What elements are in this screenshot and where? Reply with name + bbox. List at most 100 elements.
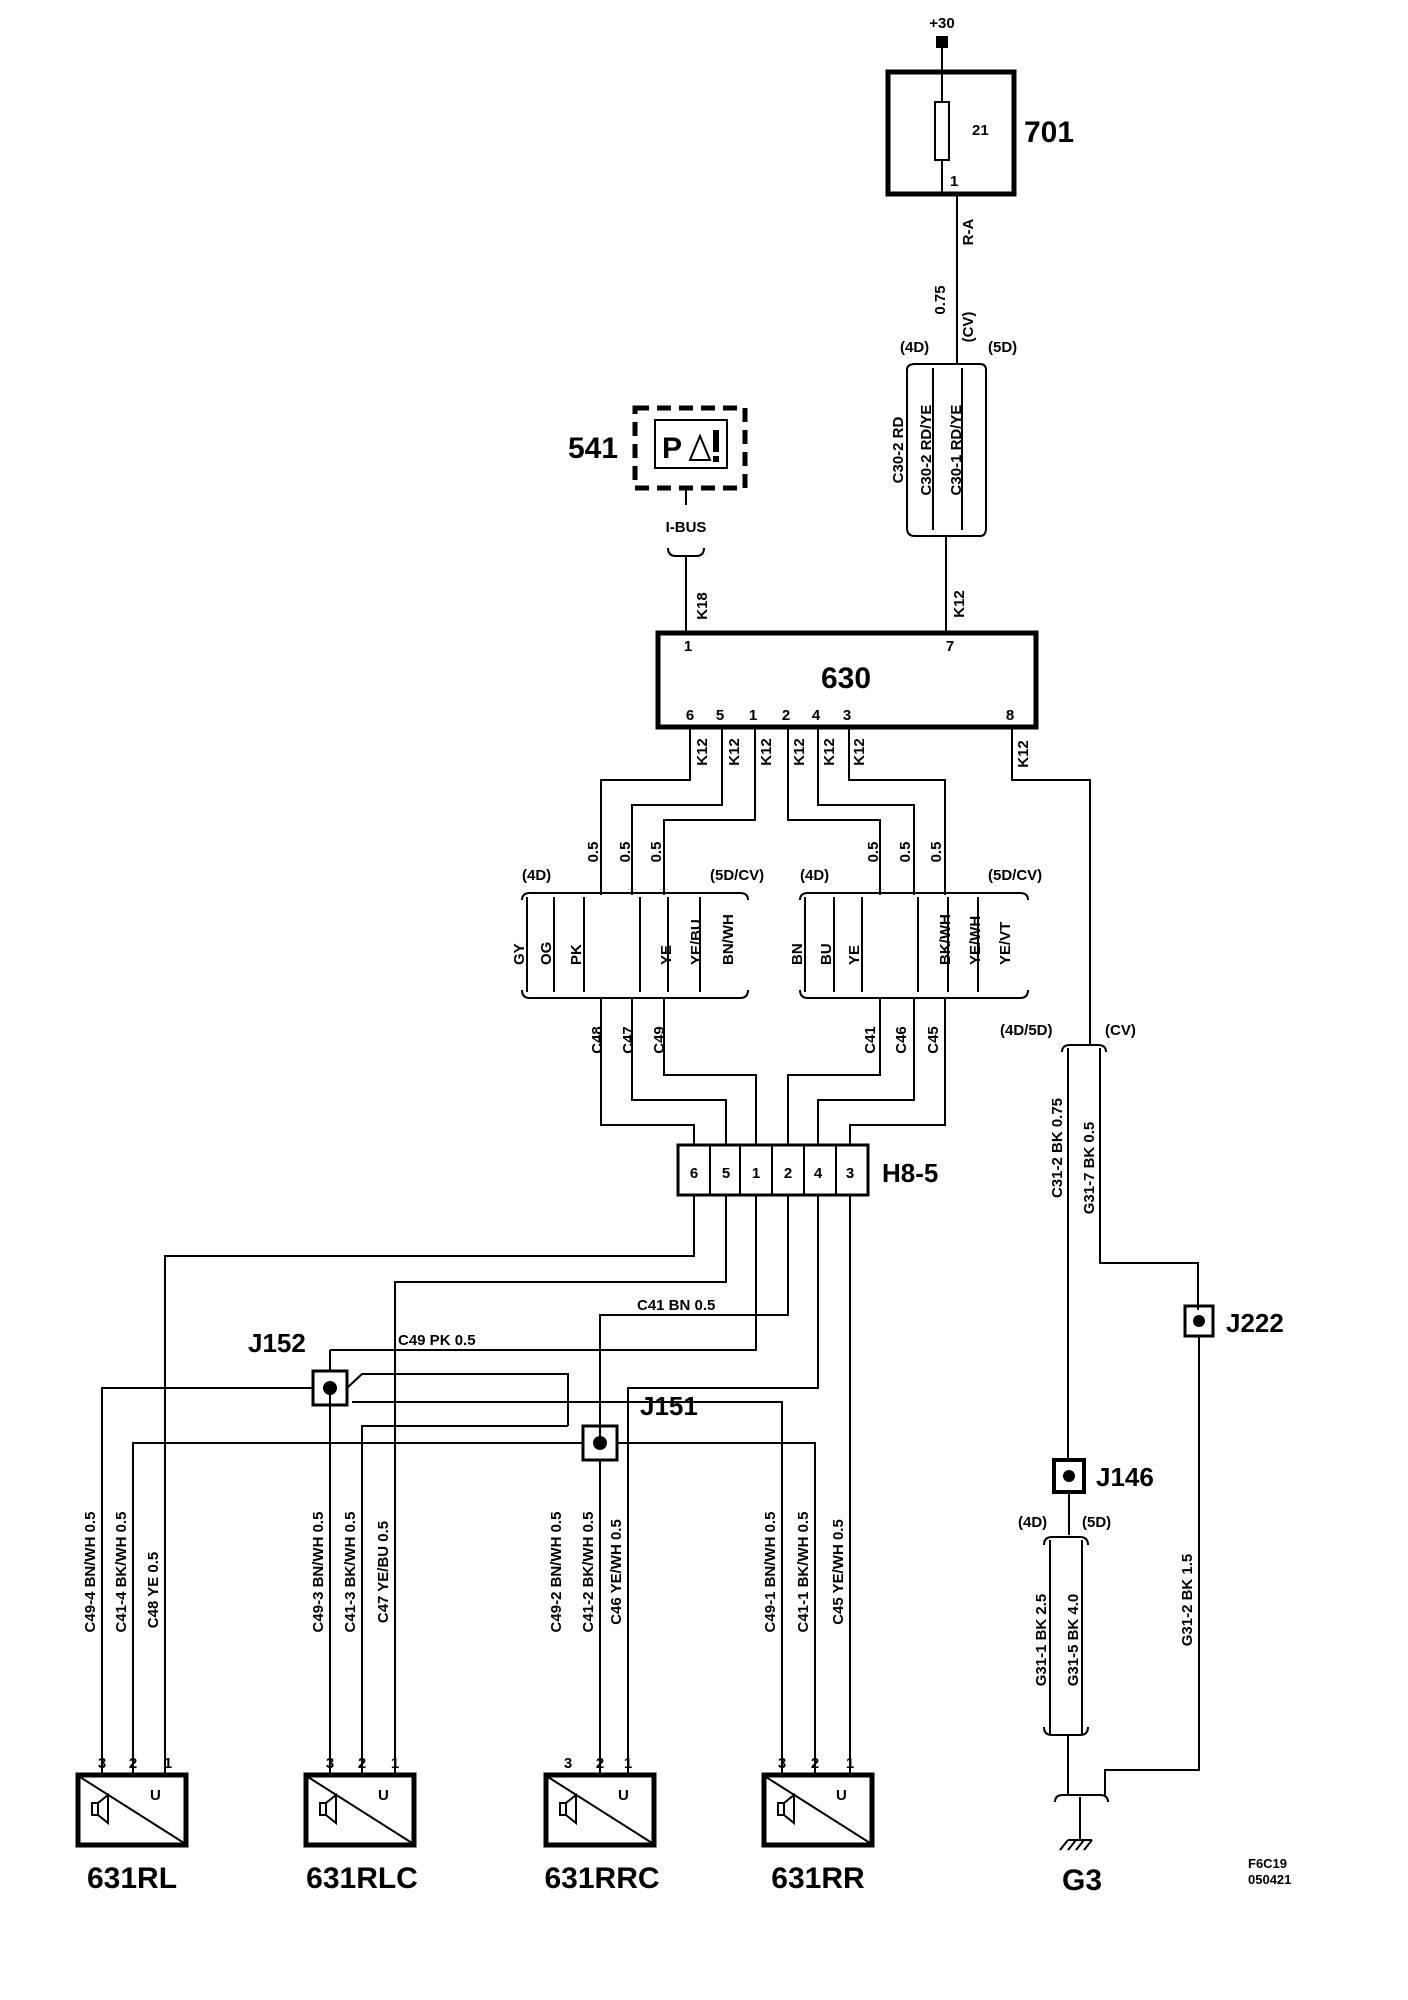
module-pin-3: 3 [843,707,851,724]
right-color-yevt: YE/VT [997,922,1014,965]
j146-brace-top [1043,1536,1089,1546]
svg-text:2: 2 [358,1755,366,1772]
rrc-wire-3: C49-2 BN/WH 0.5 [548,1512,565,1633]
k12-pin8: K12 [1015,740,1032,768]
park-assist-icon [654,419,728,469]
rl-wire-2: C41-4 BK/WH 0.5 [113,1512,130,1633]
fuse-number: 21 [972,122,989,139]
right-conn-c45: C45 [925,1026,942,1054]
harness-wire-3: C30-1 RD/YE [948,405,965,496]
rlc-wire-1: C47 YE/BU 0.5 [375,1521,392,1623]
right-conn-c46: C46 [893,1026,910,1054]
svg-text:3: 3 [98,1755,106,1772]
j146-tag-5d: (5D) [1082,1514,1111,1531]
rr-wire-2: C41-1 BK/WH 0.5 [795,1512,812,1633]
splice-j222-dot [1193,1315,1205,1327]
svg-text:U: U [150,1787,161,1804]
k12-pin5: K12 [726,738,743,766]
j151-branches [132,1442,816,1775]
splice-j151-dot [593,1436,607,1450]
bus-wire-code: K18 [694,592,711,620]
left-group-lines [526,897,701,992]
harness-lines [906,368,987,530]
svg-text:2: 2 [129,1755,137,1772]
display-id: 541 [568,432,618,465]
route-pin1 [663,727,756,895]
joint-connector-id: H8-5 [882,1158,938,1188]
splice-j152-dot [323,1381,337,1395]
ground-tag-cv: (CV) [1105,1022,1136,1039]
route-pin2 [787,727,881,895]
svg-text:2: 2 [811,1755,819,1772]
right-size-3: 0.5 [928,842,945,863]
k12-pin1: K12 [758,738,775,766]
speaker-631rr: U 3 2 1 631RR [761,1755,875,1895]
h8-pin-2: 2 [784,1165,792,1182]
j146-tag-4d: (4D) [1018,1514,1047,1531]
route-c46 [817,998,915,1145]
footer-date: 050421 [1248,1872,1291,1887]
feed-wire-size: 0.75 [932,285,949,314]
left-group-brace-top [521,892,749,901]
harness-brace-bottom [906,527,987,537]
wire-c46-to-rrc [627,1195,819,1775]
route-c41 [787,998,881,1145]
route-pin8 [1011,727,1091,1045]
svg-text:P: P [662,432,682,465]
ground-wire-d-label: G31-5 BK 4.0 [1065,1594,1082,1687]
svg-text:U: U [378,1787,389,1804]
feed-wire-variant: (CV) [960,312,977,343]
joint-cell-dividers [709,1145,837,1195]
left-color-og: OG [538,942,555,965]
splice-j146-dot [1063,1470,1075,1482]
speaker-icon [559,1792,577,1826]
fuse-symbol [934,101,950,161]
k12-pin6: K12 [694,738,711,766]
ground-wire-b-label: G31-7 BK 0.5 [1081,1122,1098,1215]
h8-pin-5: 5 [722,1165,730,1182]
splice-j152-label: J152 [248,1328,306,1358]
display-541-box [632,405,748,491]
harness-wire-2: C30-2 RD/YE [918,405,935,496]
ground-brace [1061,1044,1107,1053]
right-size-1: 0.5 [865,842,882,863]
svg-text:1: 1 [391,1755,399,1772]
left-conn-c49: C49 [651,1026,668,1054]
right-color-bn: BN [789,943,806,965]
ground-wire-b [1099,1048,1199,1310]
h8-pin-4: 4 [814,1165,823,1182]
ground-tag-4d5d: (4D/5D) [1000,1022,1053,1039]
ground-wire-e [1104,1336,1200,1795]
left-group-tag-5dcv: (5D/CV) [710,867,764,884]
module-id: 630 [821,662,871,695]
fuse-pin: 1 [950,173,958,190]
ground-label: G3 [1062,1864,1102,1897]
route-pin6 [600,727,691,895]
module-pin-1: 1 [684,638,692,655]
right-group-lines [804,897,979,992]
splice-j222-label: J222 [1226,1308,1284,1338]
speaker-631rrc-label: 631RRC [544,1862,659,1895]
module-pin-8: 8 [1006,707,1014,724]
svg-text:3: 3 [564,1755,572,1772]
speaker-631rl-label: 631RL [87,1862,177,1895]
splice-j146-label: J146 [1096,1462,1154,1492]
right-color-yewh: YE/WH [967,916,984,965]
rl-wire-1: C48 YE 0.5 [145,1552,162,1628]
feed-wire-color: R-A [960,219,977,246]
ground-icon [1059,1839,1093,1851]
svg-text:1: 1 [846,1755,854,1772]
route-c49 [663,998,757,1145]
wire-c47-to-rlc [394,1195,727,1775]
display-bus-label: I-BUS [666,519,707,536]
rr-wire-3: C49-1 BN/WH 0.5 [762,1512,779,1633]
left-size-3: 0.5 [648,842,665,863]
j151-to-rlc-bkwh [361,1425,568,1775]
splice-j151-label: J151 [640,1391,698,1421]
right-color-bu: BU [818,943,835,965]
left-conn-c47: C47 [620,1026,637,1054]
svg-text:2: 2 [596,1755,604,1772]
left-color-pk: PK [568,944,585,965]
rlc-wire-2: C41-3 BK/WH 0.5 [342,1512,359,1633]
right-color-bkwh: BK/WH [937,914,954,965]
